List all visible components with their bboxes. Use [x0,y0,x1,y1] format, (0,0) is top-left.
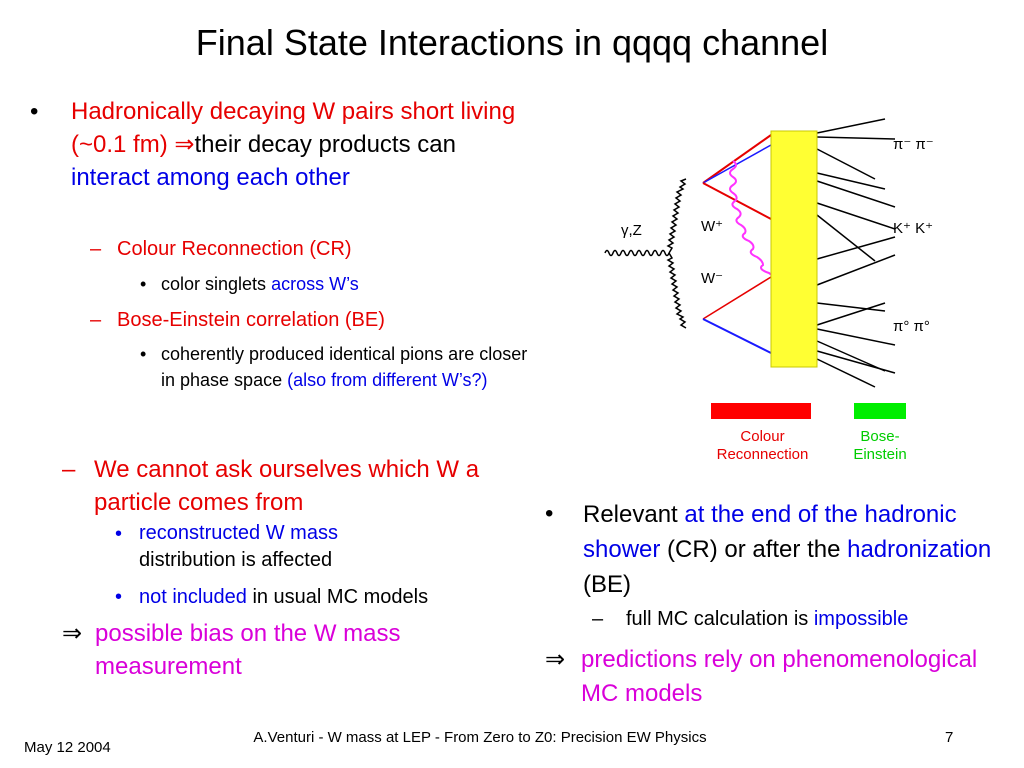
dash-marker: – [90,309,102,331]
be-sub-blue: (also from different W’s?) [287,370,488,390]
cr-sub-black: color singlets [161,274,267,294]
mc-blue: impossible [813,608,909,630]
subsub-coherent-pions: • coherently produced identical pions ar… [140,341,538,393]
pred-text: predictions rely on phenomenological MC … [581,646,978,707]
legend-cr-label: Colour Reconnection [716,428,809,463]
bullet-marker: • [140,274,147,294]
sub-bose-einstein: – Bose-Einstein correlation (BE) [90,306,540,334]
bullet-fsi-text: Hadronically decaying W pairs short livi… [71,95,540,194]
pions-charged-label: π⁻ π⁻ [893,136,934,153]
subsub-reconstructed-mass: • reconstructed W mass distribution is af… [115,520,535,574]
gluon-exchange [729,160,788,298]
rel-black1: Relevant [583,501,678,528]
w-minus-propagator [666,252,687,329]
bullet-marker: • [115,586,123,608]
cr-sub-blue: across W’s [271,274,359,294]
legend-be-swatch [854,403,906,419]
gamma-z-label: γ,Z [621,222,642,239]
fsi-blue-text: interact among each other [71,164,350,191]
subsub-color-singlets: • color singlets across W’s [140,271,540,297]
bullet-fsi: • Hadronically decaying W pairs short li… [30,95,540,194]
implies-symbol: ⇒ [545,646,566,673]
rel-blue1: at the end of the hadronic shower [583,501,957,563]
ask-sub2-blue: not included [139,586,247,608]
implies-symbol: ⇒ [174,131,195,158]
bullet-marker: • [115,523,123,545]
dash-marker: – [90,238,102,260]
legend-cr-swatch [711,403,811,419]
mc-black: full MC calculation is [626,608,809,630]
fsi-black-text: their decay products can [194,131,456,158]
w-minus-label: W⁻ [701,270,723,287]
bullet-marker: • [30,98,39,125]
be-sub-black: coherently produced identical pions are … [161,344,528,390]
sub-colour-reconnection: – Colour Reconnection (CR) [90,235,540,263]
slide-title: Final State Interactions in qqqq channel [195,22,829,63]
feynman-diagram: γ,Z W⁺ W⁻ π⁻ π⁻ K⁺ K⁺ π° π° [604,118,934,388]
kaons-label: K⁺ K⁺ [893,220,933,237]
subsub-not-included: • not included in usual MC models [115,583,535,611]
cr-text: Colour Reconnection (CR) [117,238,352,260]
quark-blue-bottom [702,318,772,354]
w-plus-label: W⁺ [701,218,723,235]
footer-page-number: 7 [945,729,954,746]
quark-red-upper [702,134,772,184]
conclusion-bias: ⇒ possible bias on the W mass measuremen… [62,617,482,683]
quark-blue-upper [702,144,772,184]
dash-marker: – [62,456,76,483]
gamma-z-propagator [604,249,670,257]
implies-symbol: ⇒ [62,620,83,647]
footer-date: May 12 2004 [24,739,111,756]
bullet-marker: • [140,344,147,364]
pions-neutral-label: π° π° [893,318,930,335]
rel-black3: (BE) [583,571,631,598]
rel-blue2: hadronization [847,536,992,563]
legend-be-label: Bose-Einstein [853,428,907,463]
rel-black2: (CR) or after the [667,536,841,563]
ask-text: We cannot ask ourselves which W a partic… [94,456,480,516]
quark-red-bottom [702,276,772,320]
sub-mc-impossible: – full MC calculation is impossible [592,605,1012,633]
ask-sub1-black: distribution is affected [139,549,333,571]
ask-sub1-blue: reconstructed W mass [139,522,338,544]
dash-marker: – [592,608,604,630]
footer-center: A.Venturi - W mass at LEP - From Zero to… [253,729,707,746]
ask-sub2-black: in usual MC models [252,586,429,608]
bullet-relevant: • Relevant at the end of the hadronic sh… [545,497,1015,602]
sub-cannot-ask: – We cannot ask ourselves which W a part… [62,453,512,519]
quark-red-lower [702,182,772,220]
hadronization-band [770,130,818,368]
be-text: Bose-Einstein correlation (BE) [117,309,385,331]
conclusion-predictions: ⇒ predictions rely on phenomenological M… [545,643,985,711]
bullet-marker: • [545,500,554,527]
bias-text: possible bias on the W mass measurement [95,620,401,680]
w-plus-propagator [666,178,687,254]
jet-lines [816,118,896,388]
fsi-red-text: Hadronically decaying W pairs short livi… [71,98,516,158]
